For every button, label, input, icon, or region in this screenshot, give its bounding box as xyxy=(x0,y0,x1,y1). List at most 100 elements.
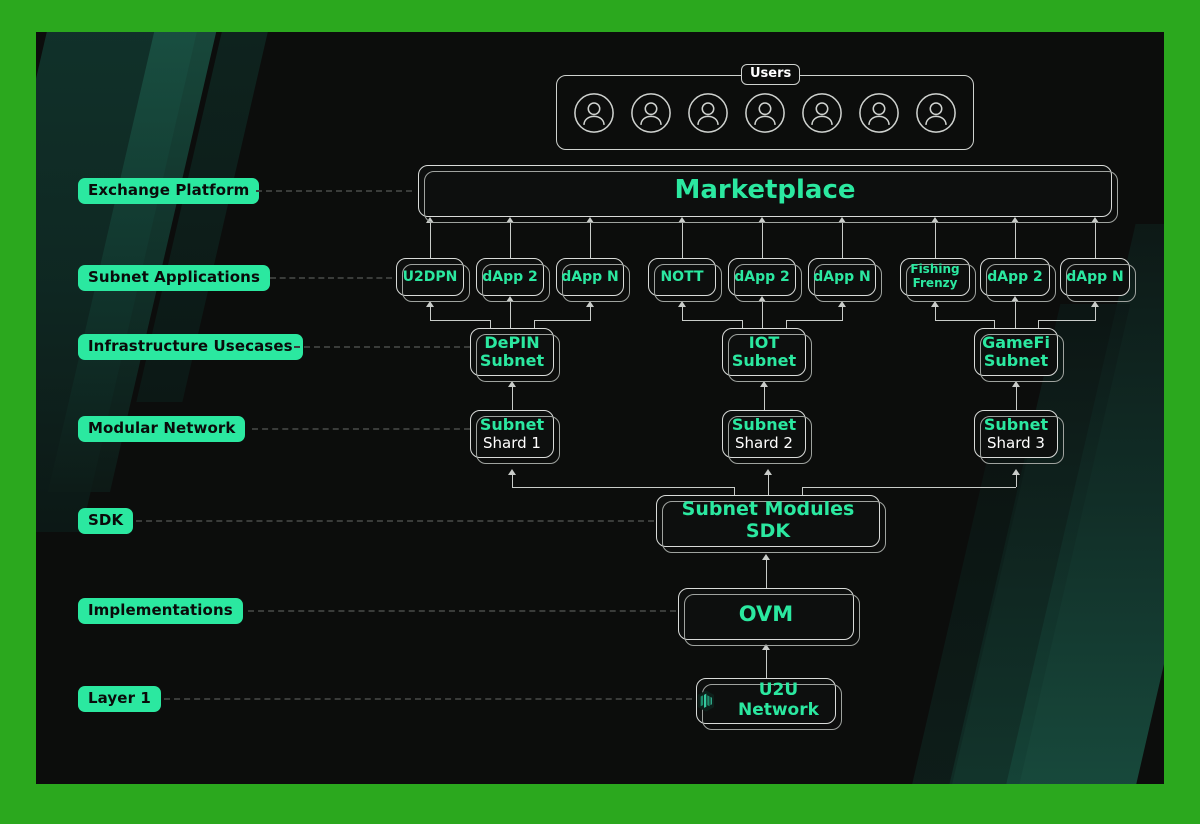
user-avatar-icon xyxy=(802,92,842,133)
marketplace-label: Marketplace xyxy=(674,175,856,206)
stage-label-modular-network: Modular Network xyxy=(78,416,246,442)
connector-subnet-to-app xyxy=(590,307,591,321)
connector-sdk-branch-left xyxy=(734,487,735,497)
connector-subnet-branch xyxy=(935,320,994,321)
subnet-label-line2: Subnet xyxy=(983,351,1049,370)
connector-app-to-marketplace xyxy=(430,222,431,258)
shard-label-line2: Shard 2 xyxy=(735,433,793,452)
connector-app-to-marketplace xyxy=(762,222,763,258)
app-label: U2DPN xyxy=(402,268,458,285)
connector-shard-to-subnet xyxy=(512,387,513,410)
arrowhead-up xyxy=(931,301,939,307)
app-node-dapp-2-iot[interactable]: dApp 2 xyxy=(728,258,802,302)
app-label: Fishing Frenzy xyxy=(910,262,960,290)
app-node-dapp-n-gamefi[interactable]: dApp N xyxy=(1060,258,1136,302)
dash-connector-layer-1 xyxy=(164,698,692,700)
stage-label-exchange-platform: Exchange Platform xyxy=(78,178,260,204)
arrowhead-up xyxy=(762,644,770,650)
shard-label-line2: Shard 1 xyxy=(483,433,541,452)
app-label: NOTT xyxy=(660,268,704,285)
connector-app-to-marketplace xyxy=(590,222,591,258)
sdk-node[interactable]: Subnet Modules SDK xyxy=(656,495,886,553)
shard-label-line2: Shard 3 xyxy=(987,433,1045,452)
arrowhead-up xyxy=(586,301,594,307)
connector-subnet-branch xyxy=(534,320,535,328)
app-node-dapp-2-depin[interactable]: dApp 2 xyxy=(476,258,550,302)
connector-sdk-to-shard-2 xyxy=(768,475,769,495)
arrowhead-up xyxy=(586,217,594,223)
user-avatar-icon xyxy=(630,92,671,133)
connector-subnet-branch xyxy=(786,320,842,321)
subnet-label-line2: Subnet xyxy=(479,351,545,370)
app-node-dapp-n-depin[interactable]: dApp N xyxy=(556,258,630,302)
stage-label-implementations: Implementations xyxy=(78,598,243,624)
subnet-node-iot[interactable]: IOT Subnet xyxy=(722,328,812,382)
ovm-label: OVM xyxy=(738,601,794,626)
connector-sdk-branch-left xyxy=(512,487,734,488)
subnet-label-line1: GameFi xyxy=(982,332,1050,352)
arrowhead-up xyxy=(506,217,514,223)
dash-connector-modular-network xyxy=(252,428,470,430)
connector-subnet-to-app xyxy=(682,307,683,321)
app-node-u2dpn[interactable]: U2DPN xyxy=(396,258,470,302)
sdk-label: Subnet Modules SDK xyxy=(681,498,855,542)
connector-subnet-to-app xyxy=(762,301,763,328)
connector-subnet-branch xyxy=(682,320,742,321)
dash-connector-exchange-platform xyxy=(256,190,412,192)
marketplace-node[interactable]: Marketplace xyxy=(418,165,1118,223)
connector-sdk-branch-right xyxy=(802,487,803,497)
connector-subnet-to-app xyxy=(842,307,843,321)
subnet-label-line1: DePIN xyxy=(484,332,540,352)
diagram-panel xyxy=(36,32,1164,784)
app-node-fishing-frenzy[interactable]: Fishing Frenzy xyxy=(900,258,976,302)
stage-label-subnet-applications: Subnet Applications xyxy=(78,265,270,291)
connector-layer1-to-ovm xyxy=(766,650,767,678)
connector-subnet-branch xyxy=(430,320,490,321)
layer1-label: U2U Network xyxy=(737,680,819,720)
shard-label-line1: Subnet xyxy=(983,415,1049,435)
users-group xyxy=(556,75,974,150)
connector-subnet-to-app xyxy=(510,301,511,328)
connector-subnet-to-app xyxy=(1095,307,1096,321)
user-avatar-icon xyxy=(916,92,957,133)
connector-app-to-marketplace xyxy=(1095,222,1096,258)
arrowhead-up xyxy=(1012,469,1020,475)
connector-sdk-to-shard-1 xyxy=(512,475,513,487)
arrowhead-up xyxy=(760,381,768,387)
app-label: dApp N xyxy=(813,268,871,285)
arrowhead-up xyxy=(758,296,766,302)
app-node-dapp-2-gamefi[interactable]: dApp 2 xyxy=(980,258,1056,302)
app-label: dApp N xyxy=(1066,268,1124,285)
shard-node-1[interactable]: Subnet Shard 1 xyxy=(470,410,560,464)
arrowhead-up xyxy=(758,217,766,223)
dash-connector-implementations xyxy=(248,610,676,612)
arrowhead-up xyxy=(678,217,686,223)
dash-connector-sdk xyxy=(136,520,654,522)
u2u-network-logo-icon xyxy=(697,690,715,712)
app-node-dapp-n-iot[interactable]: dApp N xyxy=(808,258,882,302)
stage-label-layer-1: Layer 1 xyxy=(78,686,161,712)
connector-subnet-branch xyxy=(742,320,743,328)
shard-node-3[interactable]: Subnet Shard 3 xyxy=(974,410,1064,464)
connector-shard-to-subnet xyxy=(764,387,765,410)
arrowhead-up xyxy=(764,469,772,475)
shard-label-line1: Subnet xyxy=(731,415,797,435)
ovm-node[interactable]: OVM xyxy=(678,588,860,646)
app-node-nott[interactable]: NOTT xyxy=(648,258,722,302)
arrowhead-up xyxy=(426,217,434,223)
arrowhead-up xyxy=(762,554,770,560)
arrowhead-up xyxy=(426,301,434,307)
connector-app-to-marketplace xyxy=(510,222,511,258)
shard-node-2[interactable]: Subnet Shard 2 xyxy=(722,410,812,464)
arrowhead-up xyxy=(506,296,514,302)
user-avatar-icon xyxy=(859,92,900,133)
subnet-node-gamefi[interactable]: GameFi Subnet xyxy=(974,328,1064,382)
arrowhead-up xyxy=(838,301,846,307)
user-avatar-icon xyxy=(573,92,614,133)
connector-subnet-branch xyxy=(786,320,787,328)
connector-subnet-to-app xyxy=(430,307,431,321)
connector-subnet-branch xyxy=(534,320,590,321)
layer1-node-u2u-network[interactable]: U2U Network xyxy=(696,678,842,730)
connector-subnet-branch xyxy=(1038,320,1095,321)
subnet-node-depin[interactable]: DePIN Subnet xyxy=(470,328,560,382)
